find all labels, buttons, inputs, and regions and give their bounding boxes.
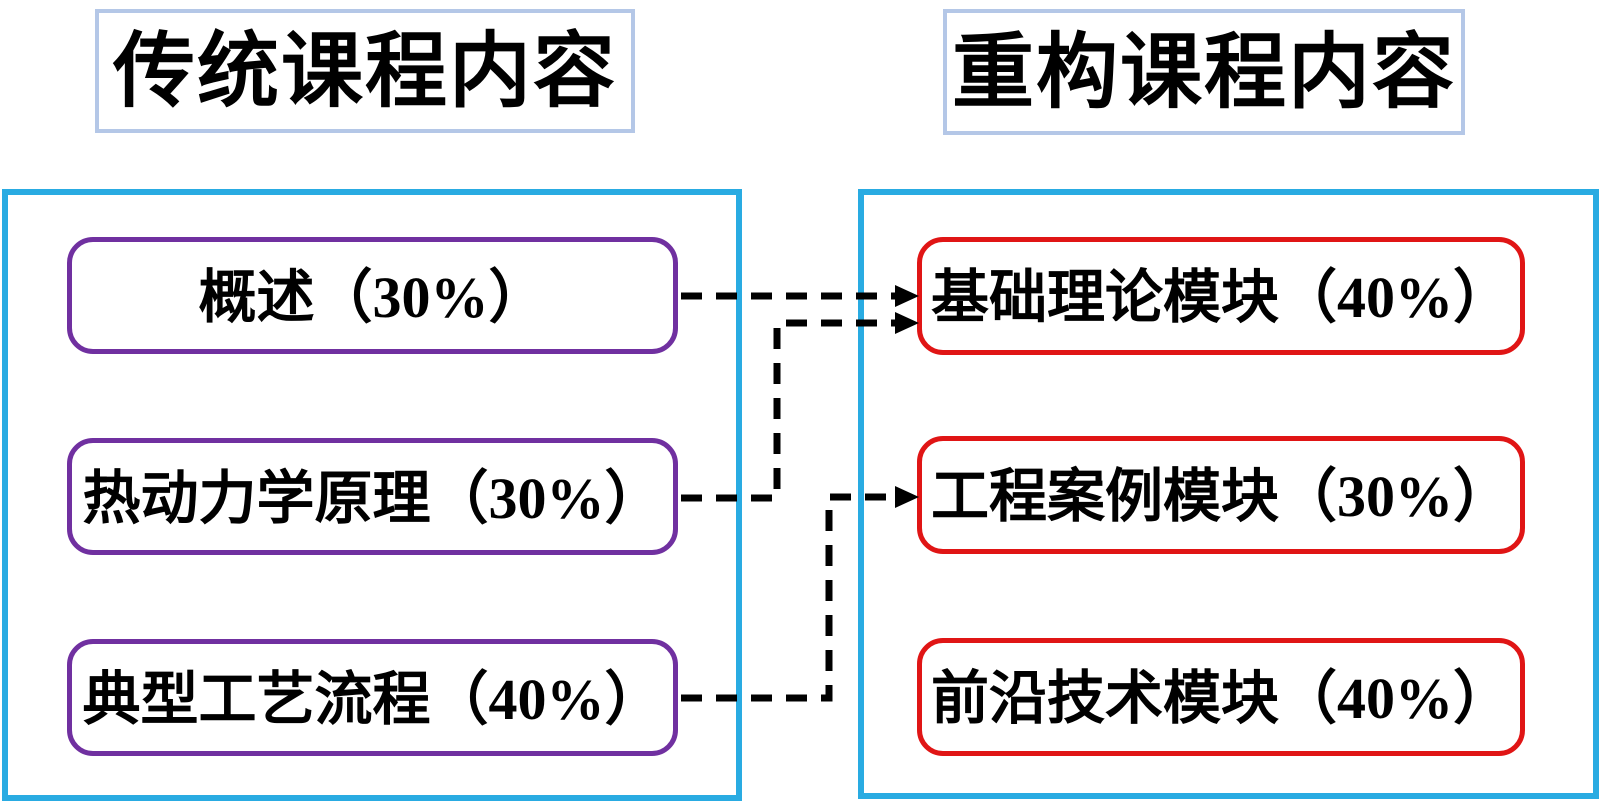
module-thermodynamics: 热动力学原理（30%） — [67, 438, 678, 555]
restructured-header: 重构课程内容 — [943, 9, 1465, 135]
traditional-header: 传统课程内容 — [95, 9, 635, 133]
module-frontier-tech: 前沿技术模块（40%） — [917, 638, 1525, 756]
module-basic-theory: 基础理论模块（40%） — [917, 237, 1525, 355]
module-process-flow: 典型工艺流程（40%） — [67, 639, 678, 756]
module-engineering-cases: 工程案例模块（30%） — [917, 436, 1525, 554]
module-overview: 概述（30%） — [67, 237, 678, 354]
